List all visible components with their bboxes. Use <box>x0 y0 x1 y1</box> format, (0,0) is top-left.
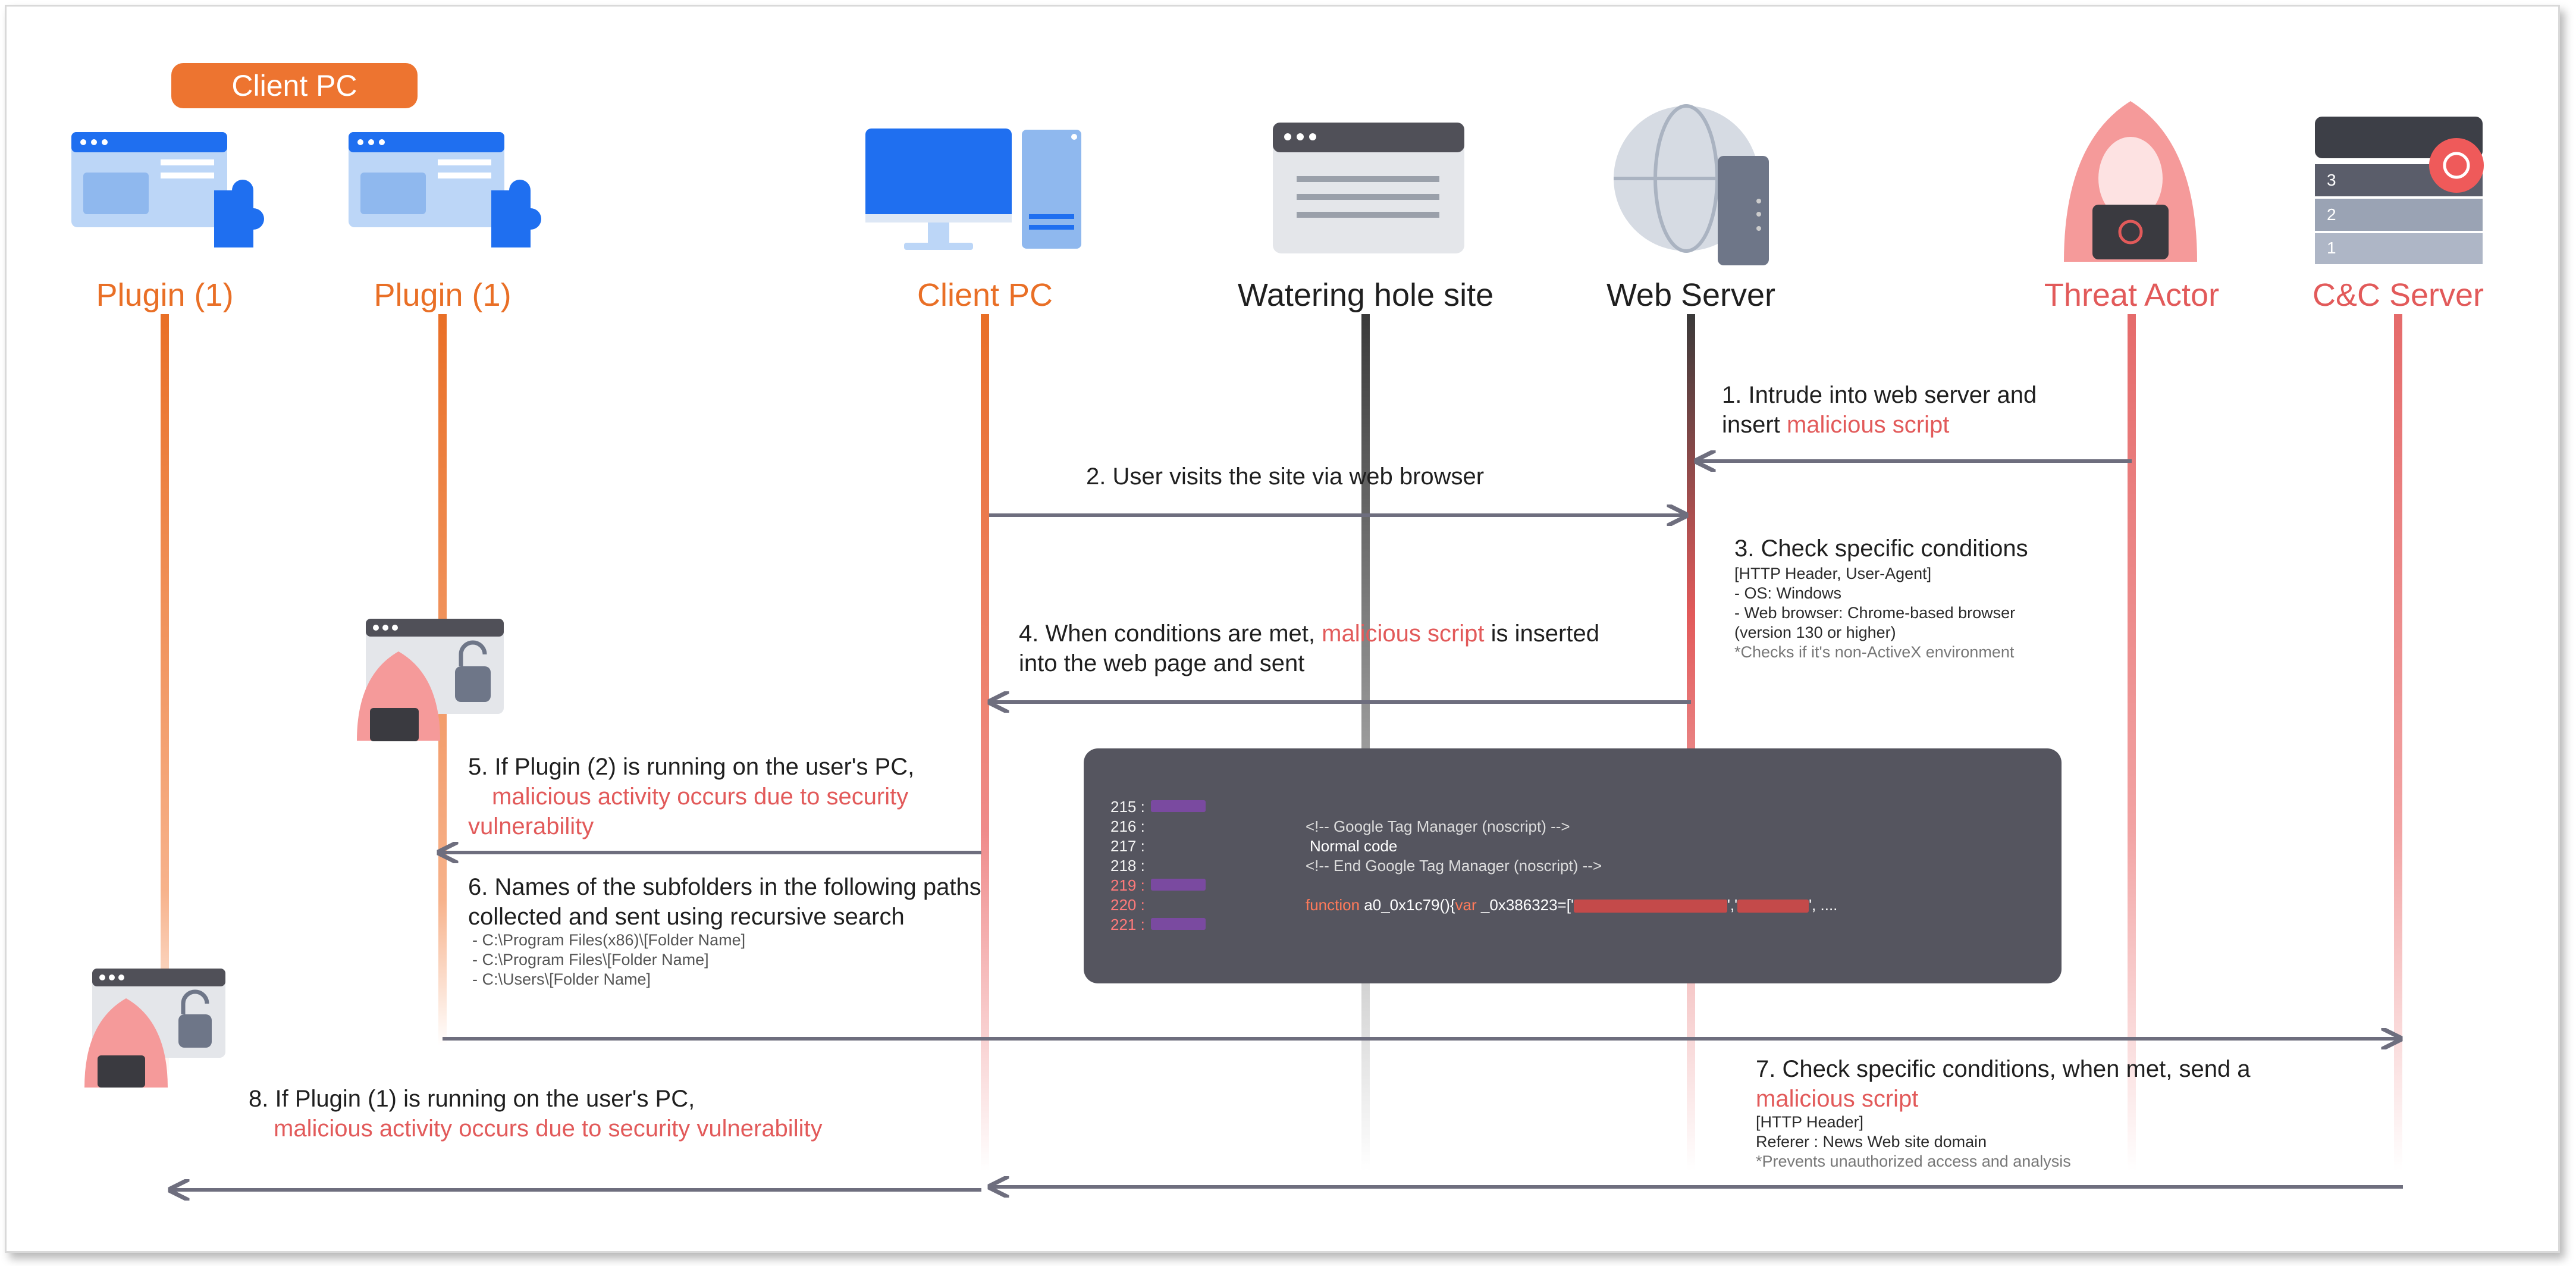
step7-header-line: [HTTP Header] <box>1756 1113 1864 1131</box>
actor-label-plugin-b: Plugin (1) <box>374 277 512 313</box>
step4-plain: 4. When conditions are met, <box>1019 621 1322 647</box>
step4-line1: 4. When conditions are met, malicious sc… <box>1019 619 1599 648</box>
step3-version-line: (version 130 or higher) <box>1734 623 1896 641</box>
code-redacted <box>1151 918 1206 930</box>
step3-details: [HTTP Header, User-Agent] - OS: Windows … <box>1734 564 2015 662</box>
step1-line2: insert malicious script <box>1722 410 2037 440</box>
step6-path3: - C:\Users\[Folder Name] <box>472 970 651 988</box>
step7-note: *Prevents unauthorized access and analys… <box>1756 1152 2071 1170</box>
code-text: ',' <box>1727 896 1738 914</box>
code-text: _0x386323=[' <box>1476 896 1574 914</box>
actor-label-web-server: Web Server <box>1606 277 1776 313</box>
browser-plugin-icon <box>71 132 264 247</box>
code-line-number: 218 : <box>1110 857 1145 875</box>
svg-text:2: 2 <box>2327 205 2336 224</box>
step6-line2: collected and sent using recursive searc… <box>468 904 905 930</box>
step4-plain: is inserted <box>1484 621 1599 647</box>
step5-line3: vulnerability <box>468 813 594 839</box>
step5-text: 5. If Plugin (2) is running on the user'… <box>468 752 914 841</box>
code-line-number: 215 : <box>1110 798 1145 816</box>
step6-text: 6. Names of the subfolders in the follow… <box>468 872 981 932</box>
step6-path1: - C:\Program Files(x86)\[Folder Name] <box>472 931 746 949</box>
step3-title: 3. Check specific conditions <box>1734 535 2028 562</box>
step3-header-line: [HTTP Header, User-Agent] <box>1734 565 1932 582</box>
globe-server-icon <box>1614 104 1769 265</box>
svg-text:1: 1 <box>2327 239 2336 257</box>
step5-line2: malicious activity occurs due to securit… <box>492 784 909 810</box>
actor-label-client-pc: Client PC <box>917 277 1053 313</box>
client-pc-group-label: Client PC <box>171 63 418 108</box>
step3-browser-line: - Web browser: Chrome-based browser <box>1734 604 2016 622</box>
actor-label-cc-server: C&C Server <box>2312 277 2484 313</box>
code-redacted <box>1151 879 1206 891</box>
step6-line1: 6. Names of the subfolders in the follow… <box>468 874 981 900</box>
actor-label-plugin-a: Plugin (1) <box>96 277 234 313</box>
code-text: Normal code <box>1310 837 1398 855</box>
step7-details: [HTTP Header] Referer : News Web site do… <box>1756 1113 2071 1171</box>
code-text: a0_0x1c79(){ <box>1360 896 1455 914</box>
actor-label-watering-hole: Watering hole site <box>1237 277 1494 313</box>
hacker-lock-icon <box>357 619 504 741</box>
code-redacted <box>1737 900 1809 913</box>
step8-line1: 8. If Plugin (1) is running on the user'… <box>249 1086 695 1112</box>
step3-note: *Checks if it's non-ActiveX environment <box>1734 643 2015 661</box>
step7-line2: malicious script <box>1756 1086 1919 1112</box>
desktop-computer-icon <box>865 129 1081 250</box>
actor-label-threat-actor: Threat Actor <box>2044 277 2220 313</box>
step6-paths: - C:\Program Files(x86)\[Folder Name] - … <box>472 930 745 989</box>
lifeline-threat-actor <box>2128 314 2136 1171</box>
code-line-number: 220 : <box>1110 896 1145 914</box>
step7-line1: 7. Check specific conditions, when met, … <box>1756 1056 2251 1082</box>
step8-line2: malicious activity occurs due to securit… <box>274 1115 823 1142</box>
step4-text: 4. When conditions are met, malicious sc… <box>1019 619 1599 678</box>
browser-plugin-icon <box>349 132 541 247</box>
step1-highlight: malicious script <box>1786 412 1950 438</box>
lifeline-cc-server <box>2394 314 2402 1171</box>
lifeline-client-pc <box>981 314 989 1171</box>
browser-window-icon <box>1273 123 1464 253</box>
code-line-number: 217 : <box>1110 837 1145 855</box>
hooded-hacker-icon <box>2064 101 2197 262</box>
step7-text: 7. Check specific conditions, when met, … <box>1756 1054 2251 1114</box>
step6-path2: - C:\Program Files\[Folder Name] <box>472 951 709 969</box>
code-malicious: function a0_0x1c79(){var _0x386323=[' ','… <box>1306 896 1837 914</box>
step1-line1: 1. Intrude into web server and <box>1722 382 2037 408</box>
code-line-number: 221 : <box>1110 916 1145 933</box>
step8-text: 8. If Plugin (1) is running on the user'… <box>249 1084 823 1143</box>
code-line-number: 216 : <box>1110 817 1145 835</box>
code-keyword: var <box>1455 896 1477 914</box>
code-redacted <box>1151 800 1206 812</box>
step5-line1: 5. If Plugin (2) is running on the user'… <box>468 754 915 780</box>
step1-plain: insert <box>1722 412 1787 438</box>
lifeline-plugin-a <box>161 314 169 1082</box>
code-snippet-box: 215 : 216 : 217 : 218 : 219 : 220 : 221 … <box>1084 748 2062 983</box>
code-comment: <!-- Google Tag Manager (noscript) --> <box>1306 817 1570 835</box>
code-line-number: 219 : <box>1110 876 1145 894</box>
code-keyword: function <box>1306 896 1360 914</box>
server-rack-biohazard-icon: 3 2 1 <box>2315 117 2484 264</box>
step4-highlight: malicious script <box>1322 621 1485 647</box>
step7-referer-line: Referer : News Web site domain <box>1756 1133 1987 1151</box>
code-text: ', .... <box>1809 896 1838 914</box>
svg-text:3: 3 <box>2327 171 2336 189</box>
step3-os-line: - OS: Windows <box>1734 584 1842 602</box>
step2-text: 2. User visits the site via web browser <box>1086 463 1485 490</box>
step4-line2: into the web page and sent <box>1019 650 1305 676</box>
code-redacted <box>1573 900 1727 913</box>
hacker-lock-icon <box>84 969 225 1088</box>
code-comment: <!-- End Google Tag Manager (noscript) -… <box>1306 857 1602 875</box>
step1-text: 1. Intrude into web server and insert ma… <box>1722 380 2037 440</box>
